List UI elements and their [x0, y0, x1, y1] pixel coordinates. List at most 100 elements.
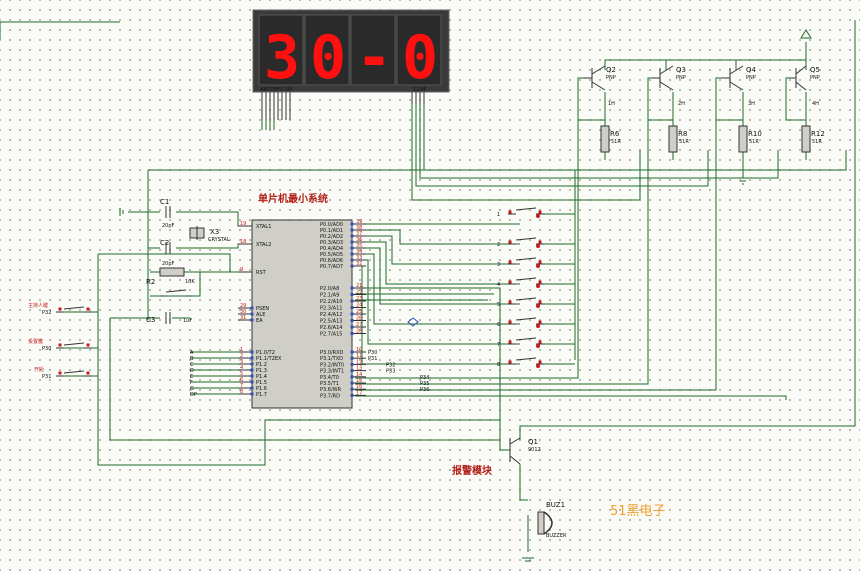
seven-segment-display[interactable]: 3 0 - 0	[252, 9, 450, 93]
resistor-r10[interactable]: R10 51R	[738, 125, 762, 153]
player-switch-8-dot-a	[508, 360, 512, 364]
player-switch-3-dot-a	[508, 260, 512, 264]
mcu-pin-name-12: P3.2/INT0	[320, 362, 344, 368]
capacitor-c2[interactable]: C2 20pF	[160, 239, 175, 267]
mcu-pin-dot-15	[350, 381, 354, 385]
mcu-pin-dot-11	[350, 356, 354, 360]
capacitor-c1[interactable]: C1 20pF	[160, 198, 175, 229]
transistor-q3[interactable]: Q3 PNP 2H	[652, 65, 686, 107]
p1-net-A: A	[190, 350, 194, 356]
resistor-r2[interactable]: R2 10K	[146, 267, 195, 286]
mcu-pin-name-14: P3.4/T0	[320, 375, 339, 381]
player-switch-1[interactable]: 1	[497, 207, 545, 218]
mcu-pin-dot-17	[350, 393, 354, 397]
transistor-q1[interactable]: Q1 9012	[509, 437, 541, 465]
left-switch-1-dot-b	[86, 343, 90, 347]
mcu-pin-dot-28	[350, 332, 354, 335]
player-switch-6-label: 6	[497, 322, 500, 328]
mcu-pin-name-15: P3.5/T1	[320, 381, 339, 387]
mcu-pin-dot-7	[250, 386, 254, 390]
c2-value: 20pF	[162, 261, 175, 267]
display-digit-3: -	[356, 23, 392, 93]
mcu-pin-dot-26	[350, 319, 354, 322]
resistor-r6[interactable]: R6 51R	[600, 125, 621, 153]
mcu-pin-name-31: EA	[256, 318, 263, 324]
mcu-pin-num-16: 16	[356, 384, 362, 390]
mcu-pin-num-11: 11	[356, 353, 362, 359]
p3-net-P34: P34	[420, 375, 429, 381]
crystal-x3[interactable]: X3 CRYSTAL	[189, 226, 230, 243]
wires	[0, 20, 856, 562]
resistor-r12[interactable]: R12 51R	[801, 125, 825, 153]
reset-switch[interactable]	[160, 289, 192, 297]
mcu-pin-num-25: 25	[356, 309, 362, 315]
player-switch-4-dot-a	[508, 280, 512, 284]
mcu-pin-num-8: 8	[240, 389, 243, 395]
probe-diamond-icon	[407, 317, 419, 327]
mcu-pin-num-12: 12	[356, 359, 362, 365]
mcu-pin-dot-31	[250, 318, 254, 322]
player-switch-7-dot-b	[538, 340, 542, 344]
transistor-q2[interactable]: Q2 PNP 1H	[584, 65, 616, 107]
mcu-pin-num-33: 33	[356, 255, 362, 261]
left-switch-0-net: P32	[42, 310, 51, 316]
mcu-pin-num-9: 9	[240, 267, 243, 273]
player-switch-8-dot-b	[538, 360, 542, 364]
r2-value: 10K	[185, 279, 195, 285]
mcu-pin-name-5: P1.4	[256, 374, 267, 380]
mcu-pin-dot-3	[250, 362, 254, 366]
left-switch-2-dot-a	[58, 371, 62, 375]
player-switch-5-dot-a	[508, 300, 512, 304]
player-switch-5[interactable]: 5	[497, 297, 545, 308]
mcu-pin-dot-21	[350, 286, 354, 290]
mcu-pin-dot-8	[250, 392, 254, 396]
player-switch-8[interactable]: 8	[497, 357, 545, 368]
player-switch-1-label: 1	[497, 212, 500, 218]
p3-net-P31: P31	[368, 356, 377, 362]
player-switch-3-dot-b	[538, 260, 542, 264]
player-switch-7[interactable]: 7	[497, 337, 545, 348]
mcu-pin-name-33: P0.6/AD6	[320, 258, 343, 264]
mcu-pin-name-8: P1.7	[256, 392, 267, 398]
player-switch-8-knob	[536, 364, 540, 368]
mcu-pin-dot-1	[250, 350, 254, 354]
capacitor-c3[interactable]: C3 1uF	[146, 312, 192, 324]
mcu-pin-num-38: 38	[356, 225, 362, 231]
display-digit-1: 3	[264, 23, 300, 93]
mcu-chip[interactable]	[251, 219, 353, 409]
mcu-pin-dot-29	[250, 306, 254, 310]
buzzer-buz1[interactable]: BUZ1 BUZZER	[537, 501, 567, 539]
mcu-pin-num-13: 13	[356, 366, 362, 372]
player-switch-4[interactable]: 4	[497, 277, 545, 288]
mcu-pin-name-6: P1.5	[256, 380, 267, 386]
mcu-pin-name-18: XTAL2	[256, 242, 271, 248]
p1-net-B: B	[190, 356, 194, 362]
player-switch-6[interactable]: 6	[497, 317, 545, 328]
c3-ref: C3	[146, 316, 155, 324]
p3-net-P30: P30	[368, 350, 377, 356]
mcu-pin-name-35: P0.4/AD4	[320, 246, 343, 252]
mcu-pin-dot-22	[350, 293, 354, 296]
p3-net-P32: P32	[386, 362, 395, 368]
mcu-pin-dot-34	[350, 252, 354, 256]
c1-ref: C1	[160, 198, 169, 206]
transistor-q4[interactable]: Q4 PNP 3H	[722, 65, 757, 107]
mcu-pin-dot-30	[250, 312, 254, 316]
mcu-pin-dot-33	[350, 258, 354, 262]
player-switch-3[interactable]: 3	[497, 257, 545, 268]
player-switch-4-knob	[536, 284, 540, 288]
mcu-pin-name-4: P1.3	[256, 368, 267, 374]
q1-value: 9012	[528, 447, 541, 453]
mcu-pin-dot-2	[250, 356, 254, 360]
transistor-q5[interactable]: Q5 PNP 4H	[788, 65, 820, 107]
mcu-pin-name-1: P1.0/T2	[256, 350, 275, 356]
mcu-pin-num-35: 35	[356, 243, 362, 249]
resistor-r8[interactable]: R8 51R	[668, 125, 689, 153]
player-switch-2[interactable]: 2	[497, 237, 545, 248]
mcu-pin-name-23: P2.2/A10	[320, 299, 342, 305]
